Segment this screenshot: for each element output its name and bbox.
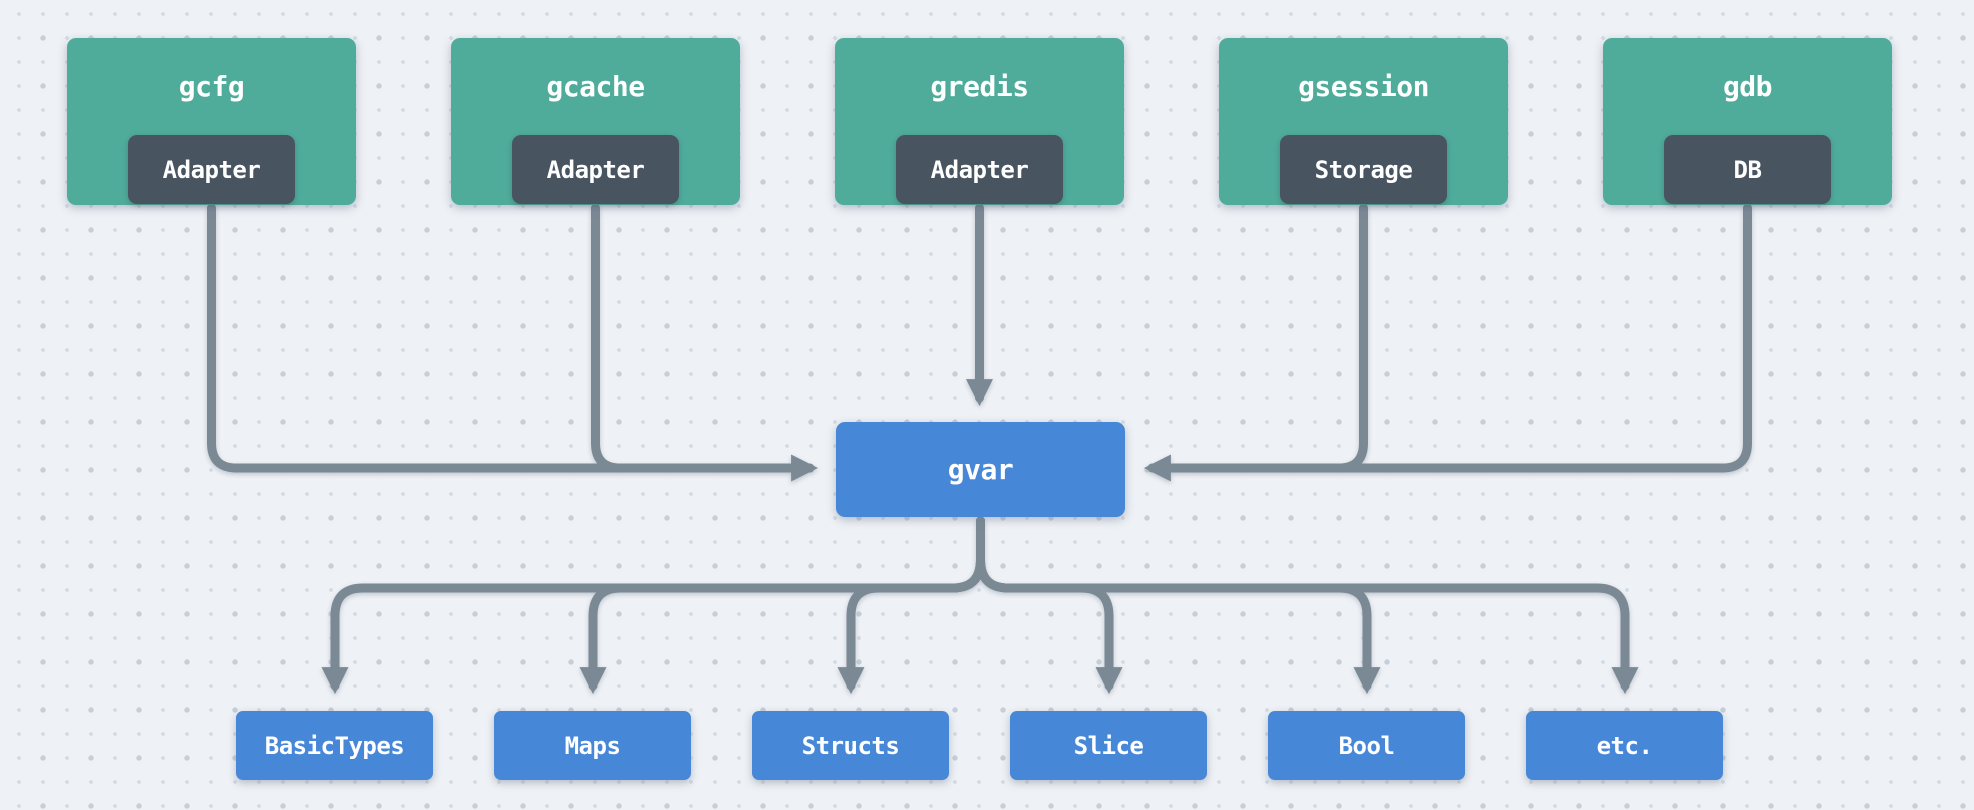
node-gdb: gdb DB [1603,38,1892,205]
edge-gvar-to-etc [976,516,1639,695]
node-gcfg: gcfg Adapter [67,38,356,205]
node-gdb-badge: DB [1664,135,1831,204]
edge-gvar-to-slice [976,516,1123,695]
node-gdb-title: gdb [1722,70,1773,103]
node-slice: Slice [1010,711,1207,780]
node-maps: Maps [494,711,691,780]
edge-gcfg-to-gvar [207,203,819,482]
node-basictypes: BasicTypes [236,711,433,780]
node-gsession-title: gsession [1298,70,1429,103]
node-gcfg-badge: Adapter [128,135,295,204]
node-etc: etc. [1526,711,1723,780]
node-gsession: gsession Storage [1219,38,1508,205]
node-gsession-badge: Storage [1280,135,1447,204]
edge-gvar-to-structs [837,516,985,695]
node-gcfg-title: gcfg [178,70,245,103]
node-gcache: gcache Adapter [451,38,740,205]
node-gvar: gvar [836,422,1125,517]
node-structs: Structs [752,711,949,780]
edge-gsession-to-gvar [1143,203,1368,482]
node-gcache-badge: Adapter [512,135,679,204]
edge-gvar-to-maps [579,516,985,695]
node-gredis-title: gredis [930,70,1029,103]
node-bool: Bool [1268,711,1465,780]
edge-gvar-to-basictypes [321,516,985,695]
node-gcache-title: gcache [546,70,645,103]
edge-gvar-to-bool [976,516,1381,695]
edge-gcache-to-gvar [591,203,805,473]
node-gredis-badge: Adapter [896,135,1063,204]
node-gredis: gredis Adapter [835,38,1124,205]
edge-gdb-to-gvar [1155,203,1752,473]
